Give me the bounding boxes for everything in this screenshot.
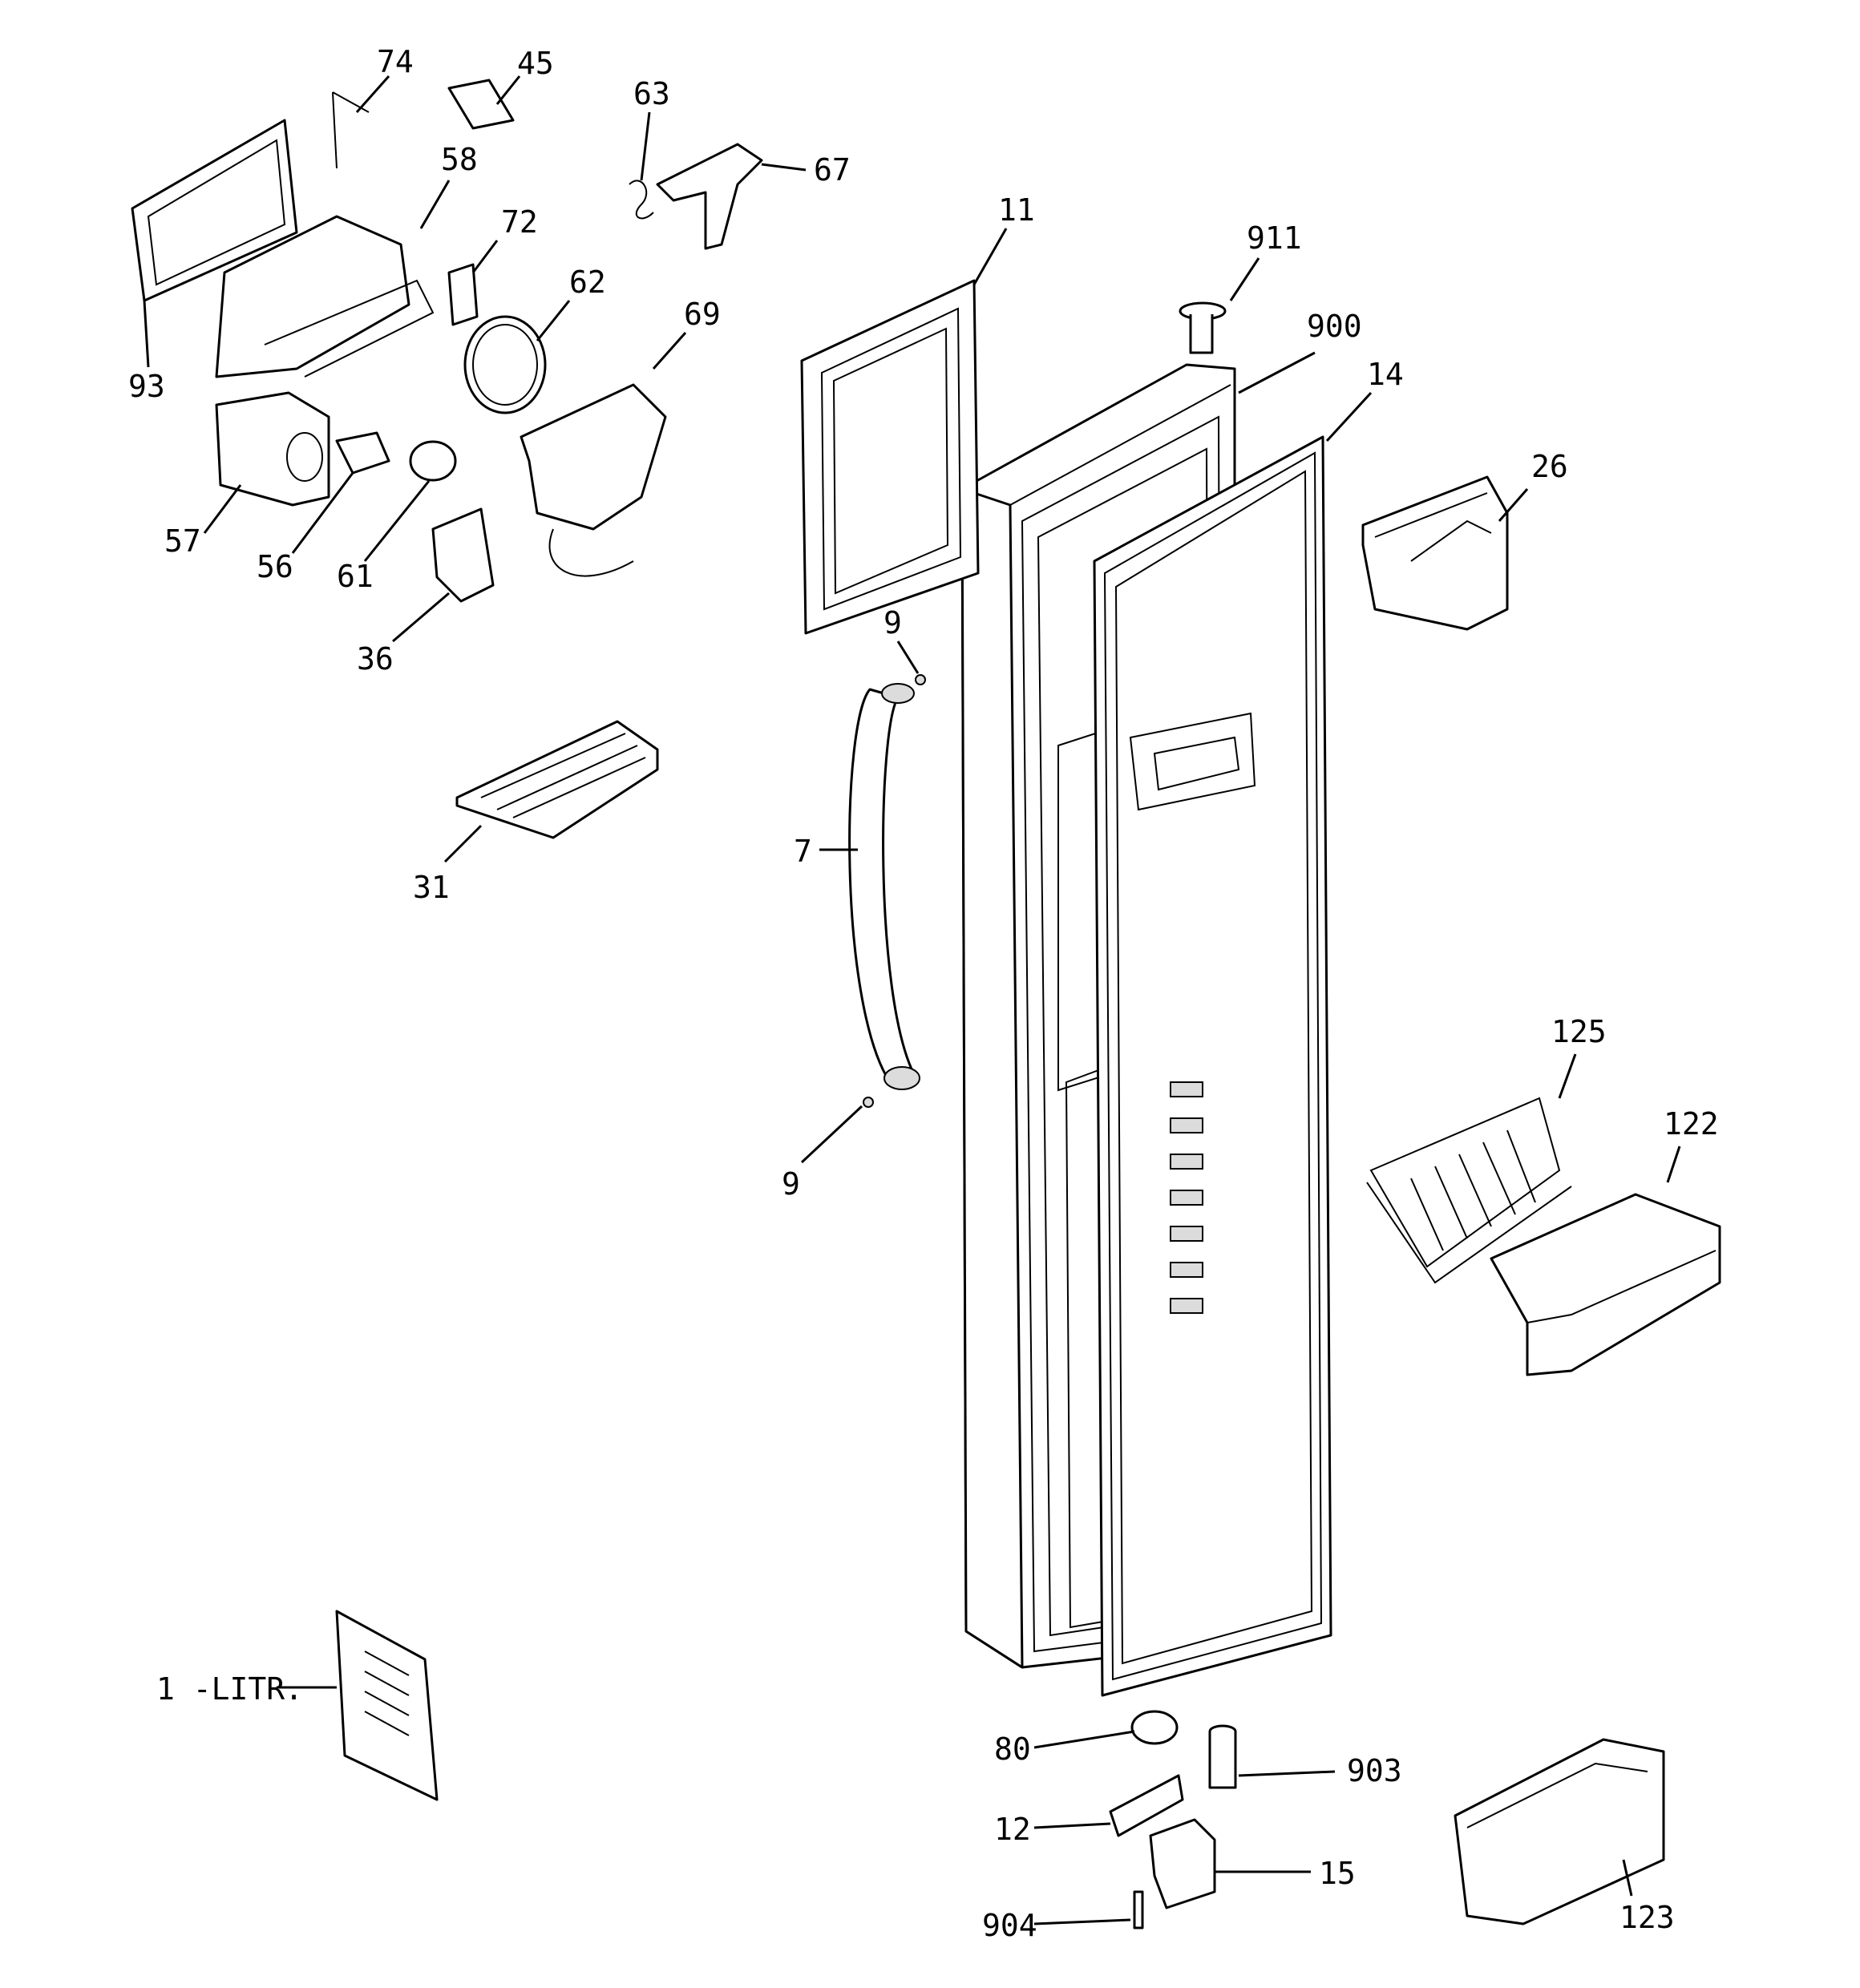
label-122: 122 xyxy=(1664,1106,1719,1141)
label-31: 31 xyxy=(413,870,450,905)
label-14: 14 xyxy=(1367,357,1404,392)
label-36: 36 xyxy=(357,641,394,677)
part-80-plug xyxy=(1130,1710,1179,1745)
part-9-screw-bottom xyxy=(863,1097,874,1108)
part-61-coupler xyxy=(409,440,457,482)
part-63-spring xyxy=(629,180,654,220)
label-15: 15 xyxy=(1319,1856,1356,1891)
label-125: 125 xyxy=(1551,1014,1607,1049)
label-7: 7 xyxy=(794,834,812,869)
part-7-handle xyxy=(848,683,920,1090)
label-9-top: 9 xyxy=(884,605,902,640)
door-shelf-clips xyxy=(1170,1081,1203,1314)
part-56-motor xyxy=(335,431,390,475)
label-900: 900 xyxy=(1307,309,1362,344)
part-9-screw-top xyxy=(915,674,926,685)
part-93-control-panel xyxy=(131,119,298,302)
part-26-bin xyxy=(1361,475,1509,631)
label-93: 93 xyxy=(128,369,165,404)
label-12: 12 xyxy=(994,1812,1031,1847)
part-67-lever xyxy=(656,143,763,250)
label-1-litr: 1 -LITR. xyxy=(156,1671,303,1707)
part-45-bracket xyxy=(447,79,515,130)
part-14-gasket xyxy=(1093,435,1332,1697)
label-903: 903 xyxy=(1347,1753,1402,1788)
part-903-sleeve xyxy=(1208,1724,1237,1789)
label-67: 67 xyxy=(814,152,851,188)
label-911: 911 xyxy=(1247,220,1302,256)
part-12-hinge-plate xyxy=(1109,1774,1184,1837)
label-57: 57 xyxy=(164,523,201,559)
leader-lines xyxy=(143,75,1681,1925)
part-36-bracket xyxy=(431,507,495,603)
part-122-bin xyxy=(1490,1193,1721,1376)
label-9-bottom: 9 xyxy=(782,1166,800,1202)
label-72: 72 xyxy=(501,204,538,240)
part-15-hinge xyxy=(1149,1818,1216,1909)
label-63: 63 xyxy=(633,76,670,111)
label-69: 69 xyxy=(684,297,721,332)
part-72-switch xyxy=(447,263,479,326)
part-123-bin xyxy=(1454,1738,1665,1925)
label-11: 11 xyxy=(998,192,1035,228)
label-62: 62 xyxy=(569,265,606,300)
part-125-wire-shelf xyxy=(1366,1097,1572,1284)
part-74-spring xyxy=(332,91,370,169)
part-1-literature xyxy=(335,1610,439,1801)
part-62-ring xyxy=(463,315,547,414)
label-58: 58 xyxy=(441,142,478,177)
label-26: 26 xyxy=(1531,449,1568,484)
part-911-plug xyxy=(1179,301,1227,354)
label-56: 56 xyxy=(257,549,293,584)
part-31-drip-tray xyxy=(455,720,659,839)
part-11-dispenser-frame xyxy=(800,279,980,635)
label-61: 61 xyxy=(337,559,374,594)
label-45: 45 xyxy=(517,46,554,81)
part-58-housing xyxy=(215,215,435,378)
label-80: 80 xyxy=(994,1731,1031,1767)
part-69-chute xyxy=(520,383,667,577)
part-904-screw xyxy=(1133,1890,1144,1929)
label-904: 904 xyxy=(982,1908,1037,1943)
part-57-motor-cover xyxy=(215,391,330,507)
label-74: 74 xyxy=(377,44,414,79)
label-123: 123 xyxy=(1619,1900,1675,1935)
